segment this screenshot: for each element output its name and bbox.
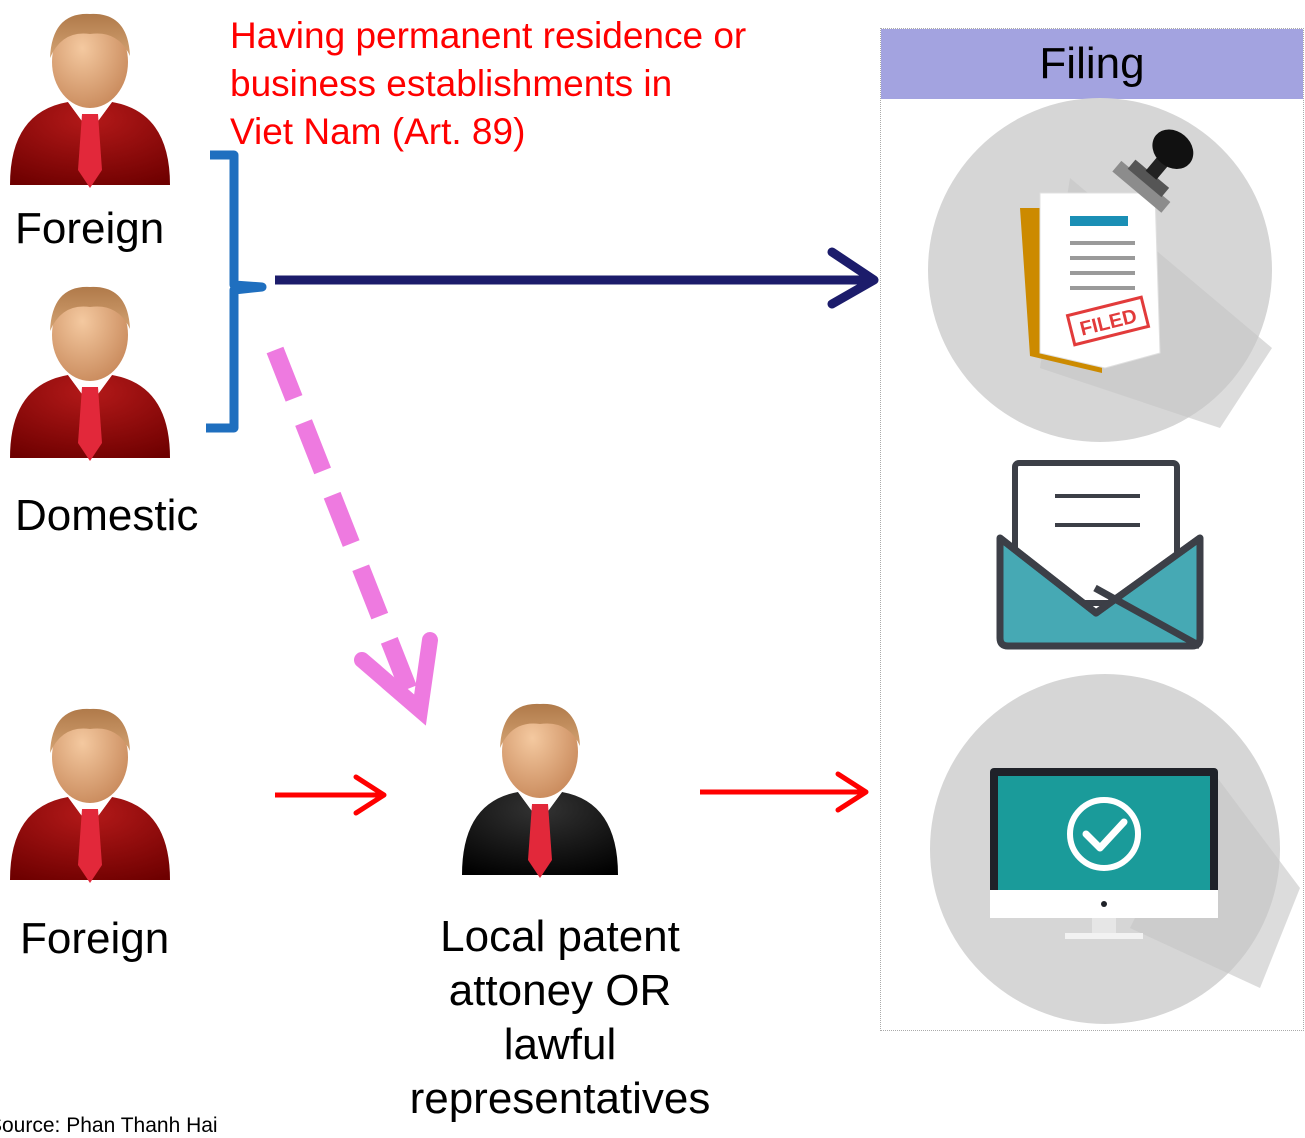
dashed-representative-arrow xyxy=(266,346,438,726)
mail-filing-icon xyxy=(996,460,1204,650)
foreign-top-label: Foreign xyxy=(15,204,165,253)
grouping-bracket xyxy=(206,150,267,433)
attorney-label: Local patent attoney OR lawful represent… xyxy=(395,910,725,1126)
note-line: Viet Nam (Art. 89) xyxy=(230,111,526,152)
person-domestic-icon xyxy=(10,286,170,461)
note-line: business establishments in xyxy=(230,63,673,104)
person-foreign-bottom-icon xyxy=(10,708,170,883)
attorney-label-line: attoney OR xyxy=(448,966,672,1015)
domestic-label: Domestic xyxy=(15,491,199,540)
paper-filing-icon: FILED xyxy=(928,98,1272,442)
direct-filing-arrow xyxy=(275,247,879,309)
person-attorney-icon xyxy=(462,703,618,878)
filing-title: Filing xyxy=(881,29,1303,99)
foreign-bottom-label: Foreign xyxy=(20,914,170,963)
note-line: Having permanent residence or xyxy=(230,15,747,56)
attorney-label-line: Local patent xyxy=(440,912,680,961)
filing-panel: Filing FILED xyxy=(880,28,1304,1031)
filing-icons: FILED xyxy=(928,98,1300,1024)
person-foreign-top-icon xyxy=(10,13,170,188)
residence-requirement-note: Having permanent residence or business e… xyxy=(230,12,850,156)
online-filing-icon xyxy=(930,674,1300,1024)
attorney-label-line: lawful xyxy=(503,1020,617,1069)
source-credit: Source: Phan Thanh Hai xyxy=(0,1114,218,1137)
attorney-to-filing-arrow xyxy=(700,771,869,813)
foreign-to-attorney-arrow xyxy=(275,774,387,816)
attorney-label-line: representatives xyxy=(409,1074,711,1123)
